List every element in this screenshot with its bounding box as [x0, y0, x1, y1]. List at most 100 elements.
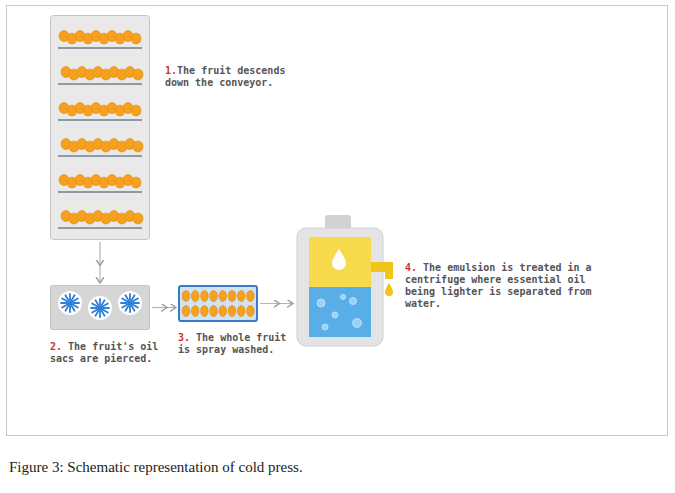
- wheel-spike: [96, 300, 99, 305]
- conveyor-shelf: [58, 119, 142, 121]
- wheel-spike: [121, 302, 127, 304]
- orange-fruit: [210, 291, 218, 302]
- wheel-spike: [92, 310, 97, 313]
- step-number: 4.: [405, 262, 417, 273]
- orange-fruit: [133, 213, 143, 224]
- step-illustration: [50, 285, 150, 330]
- wheel-spike: [92, 304, 97, 307]
- wheel-spike: [126, 306, 129, 311]
- tap-spout: [385, 270, 393, 279]
- flow-arrow: [152, 307, 176, 308]
- wheel-spike: [129, 306, 131, 312]
- step-illustration: [178, 285, 258, 322]
- orange-fruit: [133, 141, 143, 152]
- orange-fruit: [219, 306, 227, 317]
- oil-layer: [309, 237, 371, 287]
- process-step: 4.The emulsion is treated in a centrifug…: [295, 215, 400, 347]
- wheel-hub: [98, 306, 103, 311]
- conveyor-shelf: [58, 227, 142, 229]
- wheel-spike: [103, 310, 108, 313]
- wheel-spike: [73, 302, 79, 304]
- step-text: The emulsion is treated in a centrifuge …: [405, 262, 592, 309]
- orange-fruit: [228, 306, 236, 317]
- step-number: 2.: [50, 341, 62, 352]
- step-text: The whole fruit is spray washed.: [178, 332, 286, 355]
- process-step: 3.The whole fruit is spray washed.: [178, 285, 258, 322]
- water-bubble: [332, 312, 338, 318]
- orange-fruit: [228, 291, 236, 302]
- orange-fruit: [237, 291, 245, 302]
- wheel-spike: [96, 311, 99, 316]
- orange-fruit: [182, 291, 190, 302]
- step-label: 4.The emulsion is treated in a centrifug…: [405, 262, 610, 310]
- step-label: 3.The whole fruit is spray washed.: [178, 332, 300, 356]
- step-text: The fruit's oil sacs are pierced.: [50, 341, 158, 364]
- step-number: 1.: [165, 65, 177, 76]
- piercing-wheel: [118, 291, 142, 315]
- wheel-spike: [99, 299, 101, 305]
- wheel-spike: [103, 304, 108, 307]
- step-illustration: [295, 215, 400, 347]
- piercing-wheel: [58, 291, 82, 315]
- wheel-spike: [126, 295, 129, 300]
- wheel-spike: [66, 306, 69, 311]
- wheel-spike: [132, 295, 135, 300]
- wheel-spike: [133, 305, 138, 308]
- conveyor-shelf: [58, 83, 142, 85]
- oil-drip: [385, 283, 393, 296]
- wheel-spike: [66, 295, 69, 300]
- orange-fruit: [237, 306, 245, 317]
- wheel-spike: [129, 294, 131, 300]
- wheel-spike: [102, 300, 105, 305]
- water-bubble: [341, 295, 346, 300]
- step-label: 2.The fruit's oil sacs are pierced.: [50, 341, 160, 365]
- wheel-spike: [99, 311, 101, 317]
- conveyor-panel: [51, 16, 150, 240]
- wash-box: [179, 286, 257, 321]
- water-bubble: [353, 319, 362, 328]
- wheel-spike: [72, 295, 75, 300]
- step-text: The fruit descends down the conveyor.: [165, 65, 285, 88]
- wheel-hub: [68, 301, 73, 306]
- wheel-spike: [62, 305, 67, 308]
- piercing-wheel: [88, 296, 112, 320]
- wheel-spike: [62, 299, 67, 302]
- orange-fruit: [131, 33, 141, 44]
- water-bubble: [350, 298, 357, 305]
- wheel-spike: [133, 299, 138, 302]
- centrifuge-body: [297, 228, 383, 346]
- step-illustration: [50, 15, 150, 240]
- oil-drop-icon: [332, 249, 346, 270]
- wheel-spike: [69, 294, 71, 300]
- conveyor-shelf: [58, 191, 142, 193]
- water-layer: [309, 287, 371, 337]
- figure-caption: Figure 3: Schematic representation of co…: [9, 459, 659, 476]
- wheel-spike: [73, 299, 78, 302]
- orange-fruit: [191, 306, 199, 317]
- orange-fruit: [201, 306, 209, 317]
- orange-fruit: [182, 306, 190, 317]
- orange-fruit: [210, 306, 218, 317]
- wheel-spike: [132, 306, 135, 311]
- conveyor-shelf: [58, 155, 142, 157]
- orange-fruit: [131, 105, 141, 116]
- wheel-spike: [122, 305, 127, 308]
- orange-fruit: [191, 291, 199, 302]
- wheel-hub: [128, 301, 133, 306]
- orange-fruit: [247, 291, 255, 302]
- wheel-spike: [122, 299, 127, 302]
- piercer-box: [51, 286, 150, 330]
- wheel-spike: [61, 302, 67, 304]
- process-step: 2.The fruit's oil sacs are pierced.: [50, 285, 150, 330]
- wheel-spike: [133, 302, 139, 304]
- wheel-spike: [69, 306, 71, 312]
- flow-arrow: [99, 242, 100, 283]
- wheel-spike: [73, 305, 78, 308]
- step-label: 1.The fruit descends down the conveyor.: [165, 65, 290, 89]
- orange-fruit: [247, 306, 255, 317]
- wheel-spike: [72, 306, 75, 311]
- orange-fruit: [133, 69, 143, 80]
- water-bubble: [317, 299, 325, 307]
- process-step: 1.The fruit descends down the conveyor.: [50, 15, 150, 240]
- orange-fruit: [131, 177, 141, 188]
